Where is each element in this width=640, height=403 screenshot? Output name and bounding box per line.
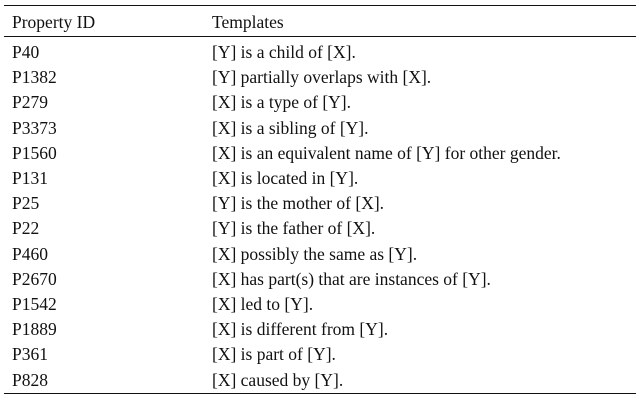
table-row: P2670 [X] has part(s) that are instances … [4, 267, 636, 292]
property-id-cell: P3373 [12, 117, 57, 138]
table-row: P22 [Y] is the father of [X]. [4, 216, 636, 241]
property-id-cell: P2670 [12, 268, 57, 289]
template-cell: [X] is a type of [Y]. [212, 92, 351, 113]
property-template-table: Property ID Templates P40 [Y] is a child … [4, 5, 636, 394]
template-cell: [X] is an equivalent name of [Y] for oth… [212, 142, 561, 163]
template-cell: [X] is located in [Y]. [212, 168, 359, 189]
header-templates: Templates [212, 11, 284, 32]
table-row: P1542 [X] led to [Y]. [4, 292, 636, 317]
table-body: P40 [Y] is a child of [X]. P1382 [Y] partia… [4, 37, 636, 393]
header-property-id: Property ID [12, 11, 96, 32]
header-row: Property ID Templates [4, 6, 636, 36]
table-row: P828 [X] caused by [Y]. [4, 367, 636, 392]
table-row: P361 [X] is part of [Y]. [4, 342, 636, 367]
table-row: P1560 [X] is an equivalent name of [Y] fo… [4, 141, 636, 166]
table-top-rule [4, 5, 636, 6]
template-cell: [Y] is a child of [X]. [212, 42, 356, 63]
table-row: P279 [X] is a type of [Y]. [4, 90, 636, 115]
header-rule [4, 36, 636, 37]
table: Property ID Templates [4, 6, 636, 36]
property-id-cell: P460 [12, 243, 48, 264]
property-id-cell: P279 [12, 92, 48, 113]
template-cell: [X] possibly the same as [Y]. [212, 243, 418, 264]
table-row: P1889 [X] is different from [Y]. [4, 317, 636, 342]
property-id-cell: P1889 [12, 319, 57, 340]
table-row: P3373 [X] is a sibling of [Y]. [4, 116, 636, 141]
property-id-cell: P1542 [12, 293, 57, 314]
table-bottom-rule [4, 392, 636, 394]
property-id-cell: P25 [12, 193, 40, 214]
table-row: P1382 [Y] partially overlaps with [X]. [4, 65, 636, 90]
property-id-cell: P1382 [12, 67, 57, 88]
template-cell: [X] is different from [Y]. [212, 319, 389, 340]
template-cell: [Y] is the father of [X]. [212, 218, 376, 239]
template-cell: [X] is part of [Y]. [212, 344, 336, 365]
template-cell: [X] is a sibling of [Y]. [212, 117, 369, 138]
template-cell: [X] caused by [Y]. [212, 369, 344, 390]
property-id-cell: P361 [12, 344, 48, 365]
table-row: P460 [X] possibly the same as [Y]. [4, 242, 636, 267]
table-row: P25 [Y] is the mother of [X]. [4, 191, 636, 216]
table-row: P131 [X] is located in [Y]. [4, 166, 636, 191]
template-cell: [X] led to [Y]. [212, 293, 314, 314]
property-id-cell: P40 [12, 42, 40, 63]
property-id-cell: P22 [12, 218, 40, 239]
table-row: P40 [Y] is a child of [X]. [4, 37, 636, 65]
property-id-cell: P1560 [12, 142, 57, 163]
template-cell: [Y] partially overlaps with [X]. [212, 67, 432, 88]
template-cell: [Y] is the mother of [X]. [212, 193, 385, 214]
property-id-cell: P131 [12, 168, 48, 189]
template-cell: [X] has part(s) that are instances of [Y… [212, 268, 491, 289]
property-id-cell: P828 [12, 369, 48, 390]
